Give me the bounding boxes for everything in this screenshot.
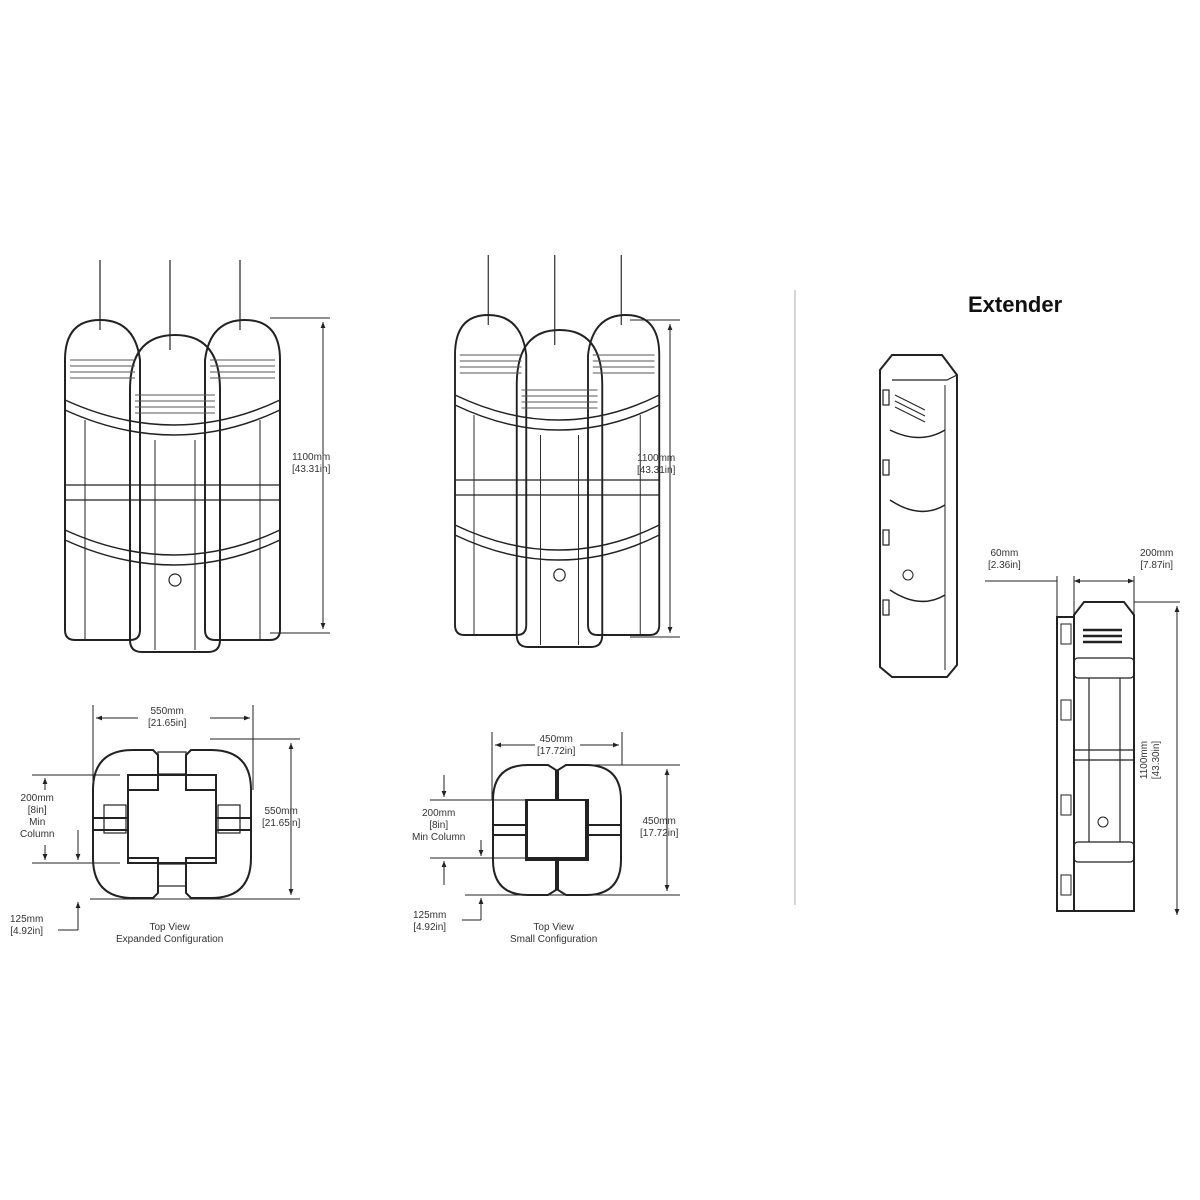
- dim-note: Column: [20, 829, 55, 840]
- dim-note: Min Column: [412, 832, 466, 843]
- expanded-height-dimension: [270, 317, 330, 634]
- expanded-top-view: [32, 705, 300, 931]
- small-width-label: 450mm[17.72in]: [537, 734, 575, 758]
- dim-in: [21.65in]: [262, 818, 301, 829]
- dim-in: [17.72in]: [640, 828, 679, 839]
- small-guard-elevation: [454, 254, 661, 648]
- expanded-height-label: 1100mm[43.31in]: [292, 452, 330, 476]
- dim-mm: 125mm: [413, 910, 447, 921]
- dim-mm: 200mm: [422, 808, 456, 819]
- dim-in: [43.30in]: [1151, 740, 1163, 780]
- dim-in: [21.65in]: [148, 718, 187, 729]
- small-column-label: 200mm[8in]Min Column: [412, 808, 465, 844]
- dim-mm: 1100mm: [292, 452, 331, 463]
- caption-line: Small Configuration: [510, 934, 598, 945]
- dim-in: [2.36in]: [988, 560, 1021, 571]
- dim-note: Min: [29, 817, 46, 828]
- extender-isometric-view: [879, 354, 958, 678]
- expanded-offset-label: 125mm[4.92in]: [10, 914, 43, 938]
- small-height-label: 1100mm[43.31in]: [637, 453, 675, 477]
- dim-mm: 450mm: [539, 734, 573, 745]
- extender-height-label: 1100mm[43.30in]: [1139, 741, 1163, 779]
- dim-mm: 200mm: [1140, 548, 1174, 559]
- caption-line: Top View: [533, 922, 574, 933]
- dim-mm: 125mm: [10, 914, 44, 925]
- dim-in: [17.72in]: [537, 746, 576, 757]
- dim-mm: 200mm: [20, 793, 54, 804]
- dim-in: [7.87in]: [1140, 560, 1174, 571]
- expanded-guard-elevation: [64, 259, 281, 653]
- dim-in: [43.31in]: [637, 465, 676, 476]
- small-height-dimension: [630, 319, 680, 638]
- dim-mm: 1100mm: [1139, 740, 1151, 780]
- dim-mm: 1100mm: [637, 453, 676, 464]
- dim-in: [43.31in]: [292, 464, 331, 475]
- extender-width-label: 200mm[7.87in]: [1140, 548, 1173, 572]
- caption-line: Top View: [149, 922, 190, 933]
- small-offset-label: 125mm[4.92in]: [413, 910, 446, 934]
- small-top-view: [430, 732, 680, 921]
- expanded-depth-label: 550mm[21.65in]: [262, 806, 300, 830]
- dim-mm: 60mm: [990, 548, 1019, 559]
- extender-thickness-label: 60mm[2.36in]: [988, 548, 1021, 572]
- small-depth-label: 450mm[17.72in]: [640, 816, 678, 840]
- dim-in: [4.92in]: [413, 922, 447, 933]
- dim-mm: 550mm: [264, 806, 298, 817]
- extender-side-view: [985, 576, 1180, 915]
- dim-mm: 450mm: [642, 816, 676, 827]
- caption-line: Expanded Configuration: [116, 934, 224, 945]
- dim-in: [8in]: [27, 805, 47, 816]
- expanded-width-label: 550mm[21.65in]: [148, 706, 186, 730]
- dim-mm: 550mm: [150, 706, 184, 717]
- extender-title: Extender: [968, 292, 1063, 317]
- dim-in: [8in]: [429, 820, 449, 831]
- dim-in: [4.92in]: [10, 926, 44, 937]
